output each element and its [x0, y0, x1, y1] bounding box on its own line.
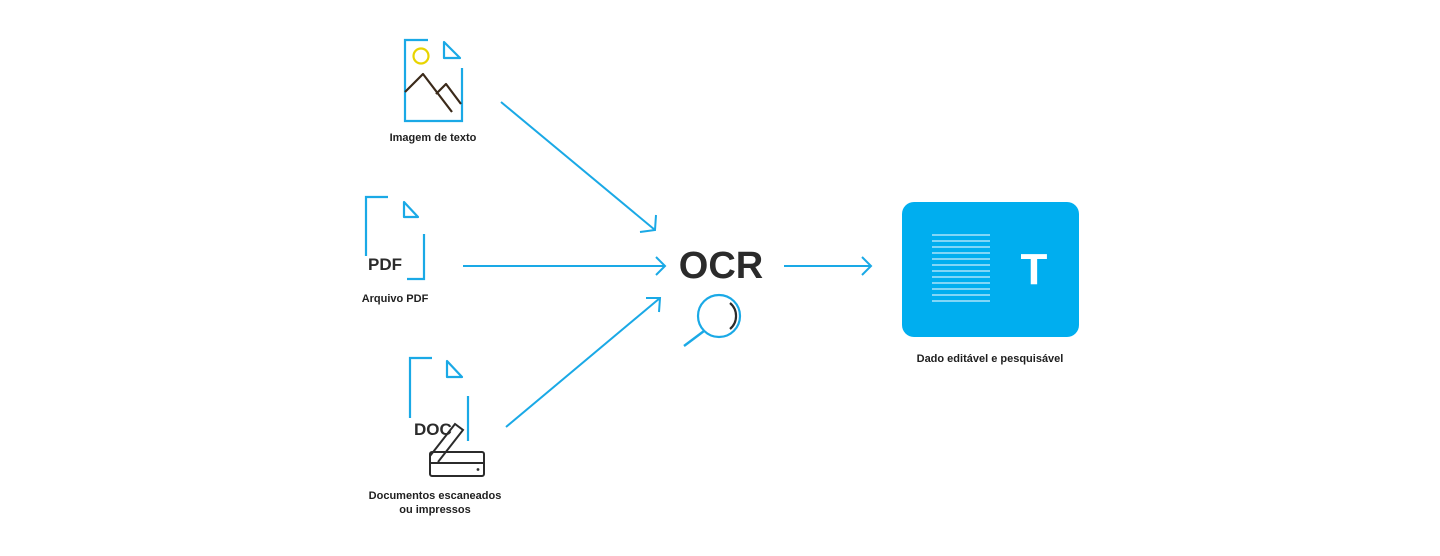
- pdf-badge: PDF: [368, 255, 402, 274]
- arrow-ocr-to-output: [784, 256, 873, 276]
- arrow-image-to-ocr: [500, 101, 657, 233]
- scanner-icon: [429, 422, 485, 477]
- output-card: [902, 202, 1079, 337]
- doc-label-line2: ou impressos: [399, 504, 471, 516]
- scanned-doc-icon: [408, 356, 485, 477]
- pdf-file-icon: [364, 195, 426, 281]
- pdf-label: Arquivo PDF: [361, 293, 429, 305]
- arrow-pdf-to-ocr: [463, 256, 667, 276]
- editable-text-icon: [902, 202, 1079, 337]
- arrow-doc-to-ocr: [505, 297, 662, 428]
- output-label: Dado editável e pesquisável: [916, 353, 1064, 365]
- doc-badge: DOC: [414, 420, 452, 439]
- image-label: Imagem de texto: [389, 132, 477, 144]
- mountain-icon: [404, 72, 462, 113]
- output-glyph: T: [1020, 245, 1048, 294]
- image-file-icon: [403, 38, 464, 123]
- doc-label: Documentos escaneados ou impressos: [350, 489, 520, 517]
- text-lines: [932, 234, 990, 302]
- magnifier-icon: [683, 293, 742, 347]
- sun-icon: [412, 47, 430, 65]
- doc-label-line1: Documentos escaneados: [368, 490, 502, 502]
- ocr-title: OCR: [678, 245, 764, 287]
